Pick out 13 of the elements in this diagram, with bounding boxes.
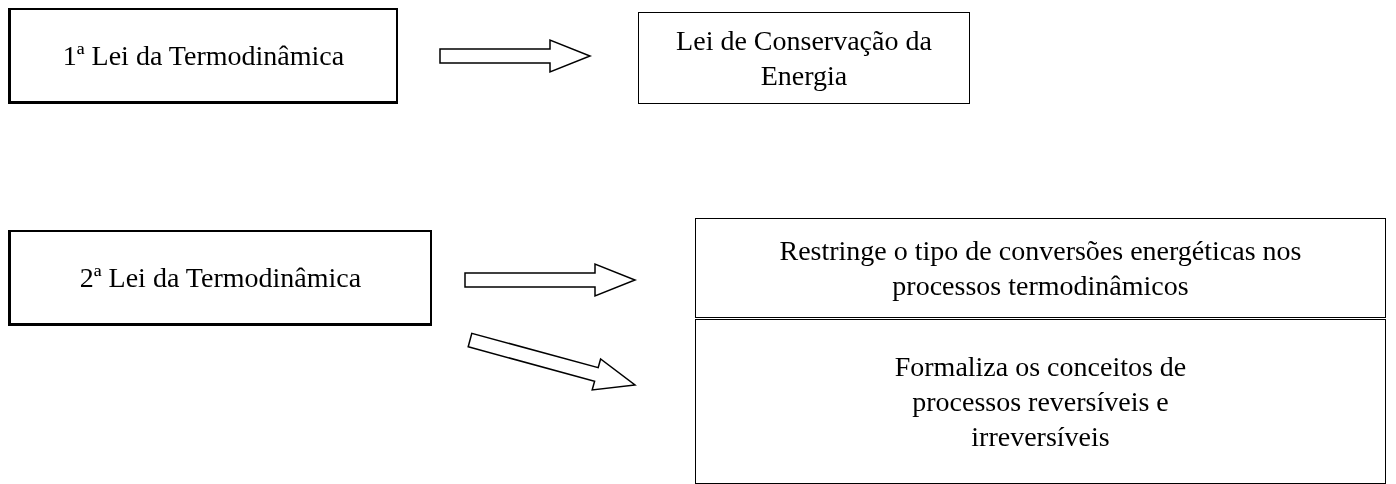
text-box <box>638 12 970 104</box>
text-box <box>8 230 432 326</box>
box-text: 2ª Lei da Termodinâmica <box>78 261 363 295</box>
text-box <box>695 319 1386 484</box>
block-arrow <box>467 332 637 391</box>
box-text: Lei de Conservação da Energia <box>675 24 933 93</box>
block-arrow <box>439 38 592 74</box>
box-text: Formaliza os conceitos de processos reversíveis e irreversíveis <box>893 350 1188 454</box>
block-arrow <box>464 262 637 298</box>
text-box <box>695 218 1386 318</box>
box-text: Restringe o tipo de conversões energéticas nos processos termodinâmicos <box>778 234 1303 303</box>
text-box <box>8 8 398 104</box>
box-text: 1ª Lei da Termodinâmica <box>61 39 346 73</box>
